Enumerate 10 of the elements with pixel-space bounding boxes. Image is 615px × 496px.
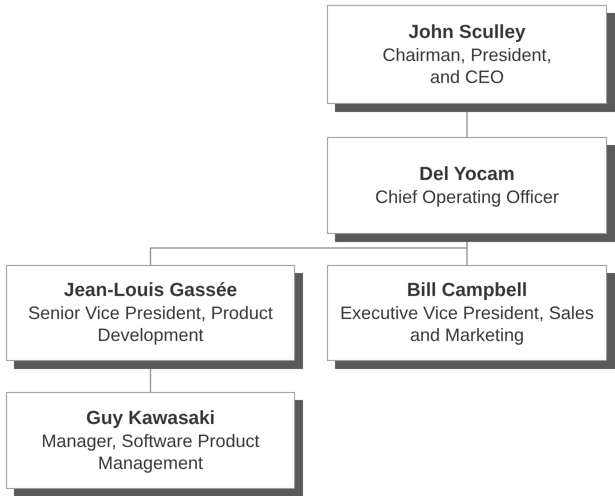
job-title: Senior Vice President, Product Development <box>27 302 274 346</box>
person-name: John Sculley <box>408 22 526 44</box>
job-title: Executive Vice President, Sales and Marketing <box>339 302 595 346</box>
job-title: Chief Operating Officer <box>375 186 559 208</box>
job-title: Manager, Software Product Management <box>40 430 261 474</box>
person-name: Bill Campbell <box>406 280 528 302</box>
person-name: Del Yocam <box>419 164 515 186</box>
person-name: Jean-Louis Gassée <box>64 280 238 302</box>
job-title: Chairman, President, and CEO <box>381 44 553 88</box>
person-name: Guy Kawasaki <box>86 408 215 430</box>
